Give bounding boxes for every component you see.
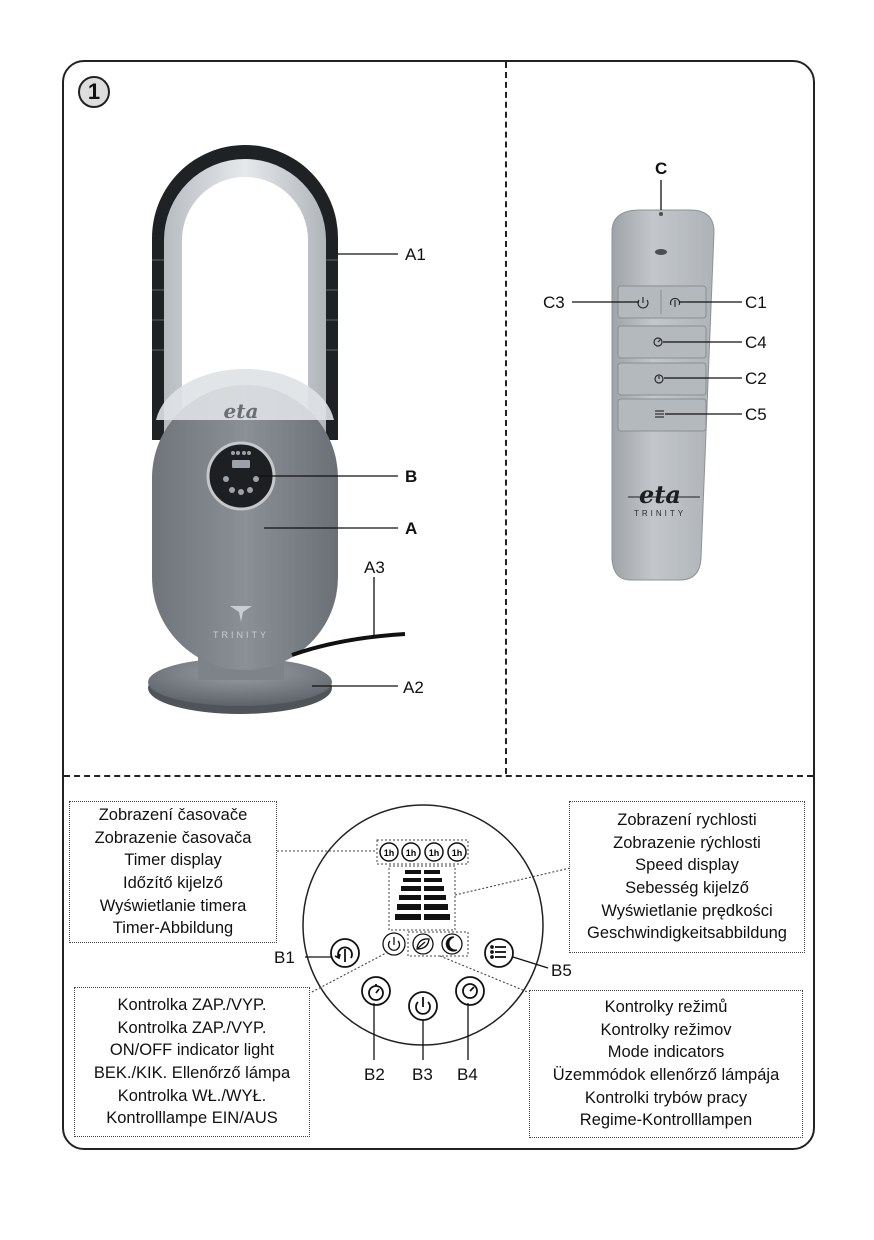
vertical-divider [505,62,507,774]
fan-body [152,385,338,670]
label-b1: B1 [274,948,295,967]
remote-timer-icon [654,374,664,384]
callout-line: Zobrazenie časovača [94,828,252,847]
mode-button-list-icon [484,938,514,968]
speed-display-callout: Zobrazení rychlosti Zobrazenie rýchlosti… [569,801,805,953]
callout-line: Kontrolka ZAP./VYP. [117,1018,267,1037]
remote-logo: eta [639,480,681,509]
remote-product: TRINITY [634,509,686,518]
callout-line: Időzítő kijelző [123,874,223,892]
svg-text:1h: 1h [406,848,417,858]
remote-oscillation-icon [669,297,681,307]
callout-line: Mode indicators [607,1043,725,1062]
remote-leader-lines [572,180,742,415]
remote-control: eta TRINITY [611,209,715,581]
panel-dotted-leaders [277,850,571,994]
timer-indicator-1h-icon-3: 1h [424,842,444,862]
fan-base [148,658,332,706]
label-b3: B3 [412,1065,433,1084]
label-a: A [405,519,418,538]
callout-line: Timer display [124,851,222,870]
svg-text:1h: 1h [452,848,463,858]
remote-mode-icon [655,410,664,418]
callout-line: Timer-Abbildung [112,919,234,938]
callout-line: Üzemmódok ellenőrző lámpája [552,1066,780,1084]
natural-mode-leaf-icon [412,933,434,955]
svg-text:1h: 1h [384,848,395,858]
power-cable [291,632,406,657]
speed-button-icon [455,976,485,1006]
speed-display-bars [395,870,450,920]
remote-speed-icon [653,337,663,347]
onoff-indicator-callout: Kontrolka ZAP./VYP. Kontrolka ZAP./VYP. … [74,987,310,1137]
label-a3: A3 [364,558,385,577]
panel-leader-lines [305,956,549,1060]
callout-line: Kontrolllampe EIN/AUS [106,1109,278,1128]
callout-line: Zobrazení rychlosti [617,811,757,830]
label-b: B [405,467,418,486]
callout-line: Speed display [635,856,739,875]
label-c5: C5 [745,405,767,424]
label-b5: B5 [551,961,572,980]
fan-brand-product: TRINITY [213,630,269,640]
callout-line: Sebesség kijelző [625,879,749,897]
timer-indicator-1h-icon-1: 1h [379,842,399,862]
callout-line: Regime-Kontrolllampen [579,1111,753,1130]
onoff-indicator-power-icon [382,932,406,956]
sleep-mode-moon-icon [441,933,463,955]
callout-line: Wyświetlanie prędkości [601,901,773,920]
callout-line: Kontrolka ZAP./VYP. [117,996,267,1015]
callout-line: Kontrolka WŁ./WYŁ. [117,1086,267,1105]
label-a1: A1 [405,245,426,264]
figure-number: 1 [78,76,110,108]
figure-frame [62,60,815,1150]
label-b4: B4 [457,1065,478,1084]
callout-line: Wyświetlanie timera [99,896,247,915]
callout-line: Zobrazení časovače [98,806,248,825]
svg-text:1h: 1h [429,848,440,858]
label-b2: B2 [364,1065,385,1084]
callout-line: ON/OFF indicator light [109,1041,275,1060]
callout-line: Kontrolki trybów pracy [584,1088,748,1107]
timer-indicator-1h-icon-4: 1h [447,842,467,862]
label-c2: C2 [745,369,767,388]
callout-line: Geschwindigkeitsabbildung [587,924,787,943]
callout-line: Kontrolky režimov [600,1020,732,1039]
fan: eta TRINITY [148,145,406,714]
callout-line: Zobrazenie rýchlosti [613,833,761,852]
horizontal-divider [64,775,813,777]
mode-indicator-callout: Kontrolky režimů Kontrolky režimov Mode … [529,990,803,1138]
timer-display-callout: Zobrazení časovače Zobrazenie časovača T… [69,801,277,943]
callout-line: BEK./KIK. Ellenőrző lámpa [93,1064,291,1082]
label-c1: C1 [745,293,767,312]
power-button-icon [408,991,438,1021]
label-a2: A2 [403,678,424,697]
label-c: C [655,159,668,178]
label-c3: C3 [543,293,565,312]
label-c4: C4 [745,333,767,352]
fan-logo: eta [224,399,259,423]
timer-indicator-1h-icon-2: 1h [401,842,421,862]
fan-leader-lines [258,253,398,687]
oscillation-button-icon [330,938,360,968]
callout-line: Kontrolky režimů [604,998,728,1017]
timer-button-icon [361,976,391,1006]
